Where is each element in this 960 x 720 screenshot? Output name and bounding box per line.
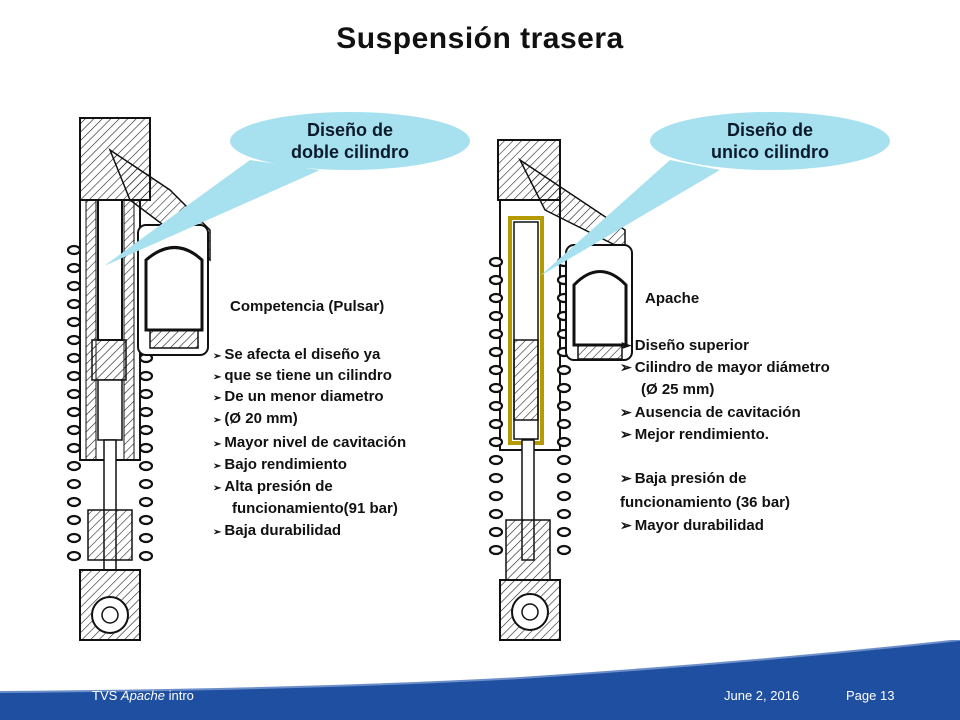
- callout-right-line2: unico cilindro: [710, 142, 829, 162]
- right-item: funcionamiento (36 bar): [620, 494, 791, 511]
- footer-left: TVS Apache intro: [92, 688, 194, 703]
- footer-date: June 2, 2016: [724, 688, 800, 703]
- arrow-bullet-icon: ➢: [620, 404, 632, 420]
- left-item: ➢Bajo rendimiento: [213, 456, 347, 473]
- arrow-bullet-icon: ➢: [213, 351, 222, 362]
- callout-double-cylinder: Diseño de doble cilindro: [230, 112, 470, 170]
- arrow-bullet-icon: ➢: [620, 426, 632, 442]
- callout-left-line1: Diseño de: [306, 120, 394, 140]
- left-item: ➢(Ø 20 mm): [213, 410, 298, 427]
- arrow-bullet-icon: ➢: [213, 527, 222, 538]
- right-item: ➢Cilindro de mayor diámetro: [620, 359, 830, 376]
- footer-wave: [0, 640, 960, 720]
- arrow-bullet-icon: ➢: [213, 415, 222, 426]
- left-item: ➢Se afecta el diseño ya: [213, 346, 381, 363]
- callout-single-cylinder: Diseño de unico cilindro: [650, 112, 890, 170]
- arrow-bullet-icon: ➢: [620, 517, 632, 533]
- left-callout-pointer: [104, 160, 320, 266]
- right-item: ➢Baja presión de: [620, 470, 747, 487]
- arrow-bullet-icon: ➢: [213, 393, 222, 404]
- left-item: ➢Mayor nivel de cavitación: [213, 434, 407, 451]
- right-item: ➢Mejor rendimiento.: [620, 426, 769, 443]
- left-item: ➢Alta presión de: [213, 478, 333, 495]
- right-item: ➢Diseño superior: [620, 337, 749, 354]
- left-item: ➢De un menor diametro: [213, 388, 384, 405]
- slide-title: Suspensión trasera: [336, 22, 624, 55]
- left-heading: Competencia (Pulsar): [230, 298, 385, 315]
- left-item: ➢que se tiene un cilindro: [213, 367, 392, 384]
- callout-right-line1: Diseño de: [726, 120, 814, 140]
- arrow-bullet-icon: ➢: [213, 461, 222, 472]
- left-item: ➢Baja durabilidad: [213, 522, 342, 539]
- arrow-bullet-icon: ➢: [620, 337, 632, 353]
- arrow-bullet-icon: ➢: [620, 359, 632, 375]
- right-item: ➢Mayor durabilidad: [620, 517, 764, 534]
- right-item: (Ø 25 mm): [641, 381, 715, 398]
- left-shock-drawing: [66, 117, 211, 641]
- right-callout-pointer: [540, 160, 720, 276]
- right-heading: Apache: [645, 290, 700, 307]
- callout-left-line2: doble cilindro: [290, 142, 409, 162]
- arrow-bullet-icon: ➢: [213, 483, 222, 494]
- arrow-bullet-icon: ➢: [213, 439, 222, 450]
- right-item: ➢Ausencia de cavitación: [620, 404, 801, 421]
- left-item: funcionamiento(91 bar): [232, 500, 398, 517]
- arrow-bullet-icon: ➢: [620, 470, 632, 486]
- footer-page: Page 13: [846, 688, 895, 703]
- arrow-bullet-icon: ➢: [213, 372, 222, 383]
